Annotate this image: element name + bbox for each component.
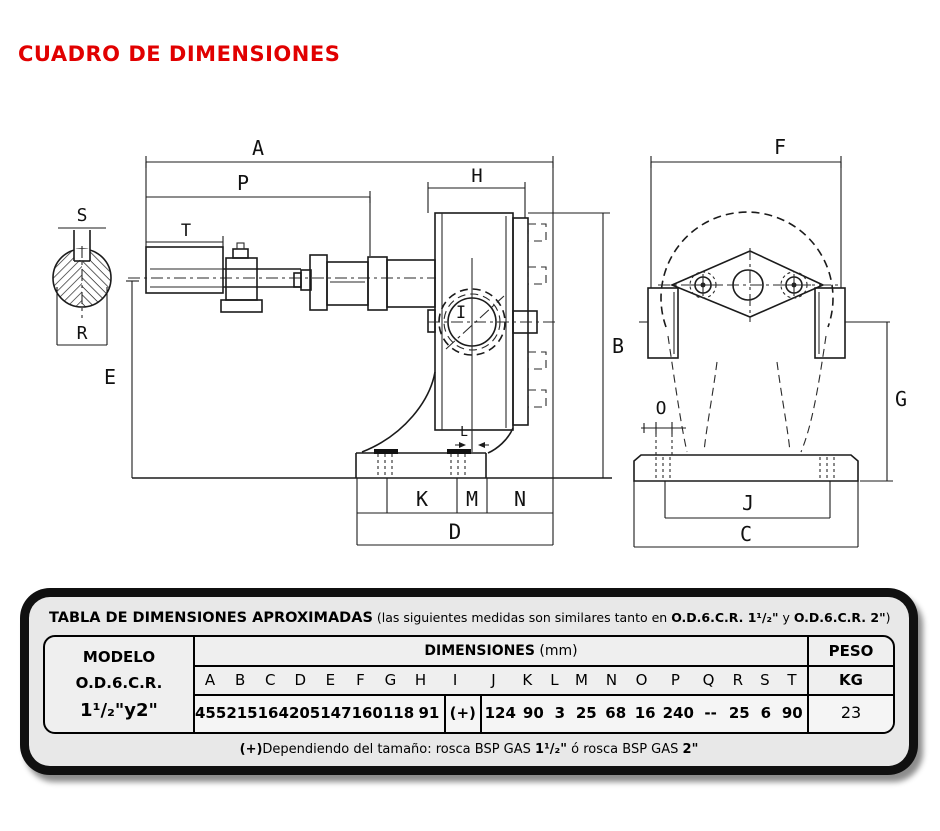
dim-value: 205 (288, 696, 321, 732)
col-header: Q (694, 667, 723, 696)
dim-value: 160 (351, 696, 383, 732)
col-header: E (315, 667, 346, 696)
modelo-sizes: 1¹/₂"y2" (80, 699, 158, 721)
col-header: R (722, 667, 753, 696)
col-header: I (435, 667, 475, 696)
dim-value: -- (696, 696, 725, 732)
dim-value: 16 (630, 696, 660, 732)
col-header: F (345, 667, 376, 696)
dim-label-h: H (471, 165, 482, 187)
table-footnote: (+)Dependiendo del tamaño: rosca BSP GAS… (239, 742, 699, 757)
dim-label-c: C (740, 522, 752, 546)
dim-label-m: M (466, 487, 478, 511)
dim-label-e: E (104, 365, 116, 389)
dimensions-panel-inner: TABLA DE DIMENSIONES APROXIMADAS (las si… (29, 597, 909, 766)
col-header: N (596, 667, 627, 696)
col-header: G (375, 667, 406, 696)
dim-label-l: L (460, 425, 468, 440)
page-title: CUADRO DE DIMENSIONES (18, 42, 341, 66)
peso-value: 23 (809, 696, 893, 732)
col-header: C (255, 667, 286, 696)
col-header: M (566, 667, 597, 696)
dim-value: 25 (571, 696, 602, 732)
peso-label: PESO (809, 637, 893, 667)
dim-value: 91 (414, 696, 444, 732)
dim-label-a: A (252, 136, 264, 160)
dim-value: 90 (777, 696, 807, 732)
table-title-main: TABLA DE DIMENSIONES APROXIMADAS (49, 610, 373, 626)
dim-value: 164 (257, 696, 289, 732)
dim-value: 3 (548, 696, 572, 732)
dim-label-i: I (456, 303, 466, 323)
dim-label-t: T (181, 221, 191, 241)
modelo-cell: MODELO O.D.6.C.R. 1¹/₂"y2" (45, 637, 195, 732)
dim-label-d: D (449, 520, 462, 544)
dim-value: 215 (226, 696, 258, 732)
peso-column: PESO KG 23 (807, 637, 893, 732)
peso-unit: KG (809, 667, 893, 696)
dim-value: 147 (320, 696, 352, 732)
shaft-section-detail: S R (52, 205, 112, 346)
dim-value: 118 (382, 696, 415, 732)
dimensions-table: MODELO O.D.6.C.R. 1¹/₂"y2" DIMENSIONES (… (43, 635, 895, 734)
dim-value: 455 (195, 696, 227, 732)
dim-label-b: B (612, 334, 624, 358)
dimensions-panel: TABLA DE DIMENSIONES APROXIMADAS (las si… (20, 588, 918, 775)
dim-value: 124 (481, 696, 519, 732)
dim-value: 6 (754, 696, 778, 732)
col-header: A (195, 667, 226, 696)
col-header: J (474, 667, 513, 696)
col-header: L (542, 667, 567, 696)
side-view-drawing: S R A P T E (52, 136, 624, 546)
dim-label-r: R (77, 323, 88, 344)
dim-label-k: K (416, 487, 428, 511)
dimensions-columns: DIMENSIONES (mm) A B C D E F G H I J K L… (195, 637, 807, 732)
front-view-drawing: F (633, 135, 907, 548)
dim-value: 25 (724, 696, 755, 732)
dim-label-j: J (742, 491, 754, 515)
dim-label-f: F (774, 135, 786, 159)
dim-value-thread: (+) (443, 696, 482, 732)
modelo-label: MODELO (82, 647, 156, 666)
col-header: D (285, 667, 316, 696)
dim-label-n: N (514, 487, 526, 511)
dimensions-header: DIMENSIONES (mm) (195, 637, 807, 667)
dim-label-p: P (237, 171, 249, 195)
dim-value: 90 (518, 696, 549, 732)
col-header: O (626, 667, 657, 696)
dim-label-o: O (656, 398, 667, 419)
col-header: H (405, 667, 436, 696)
col-header: B (225, 667, 256, 696)
dimension-value-row: 455 215 164 205 147 160 118 91 (+) 124 9… (195, 696, 807, 732)
col-header: S (752, 667, 777, 696)
dim-label-g: G (895, 387, 907, 411)
dim-value: 68 (601, 696, 631, 732)
col-header: K (512, 667, 543, 696)
table-title: TABLA DE DIMENSIONES APROXIMADAS (las si… (49, 610, 891, 626)
dim-label-s: S (77, 205, 88, 226)
modelo-series: O.D.6.C.R. (75, 673, 163, 692)
dimension-letter-row: A B C D E F G H I J K L M N O P Q (195, 667, 807, 696)
dim-value: 240 (659, 696, 697, 732)
col-header: T (776, 667, 807, 696)
col-header: P (656, 667, 695, 696)
